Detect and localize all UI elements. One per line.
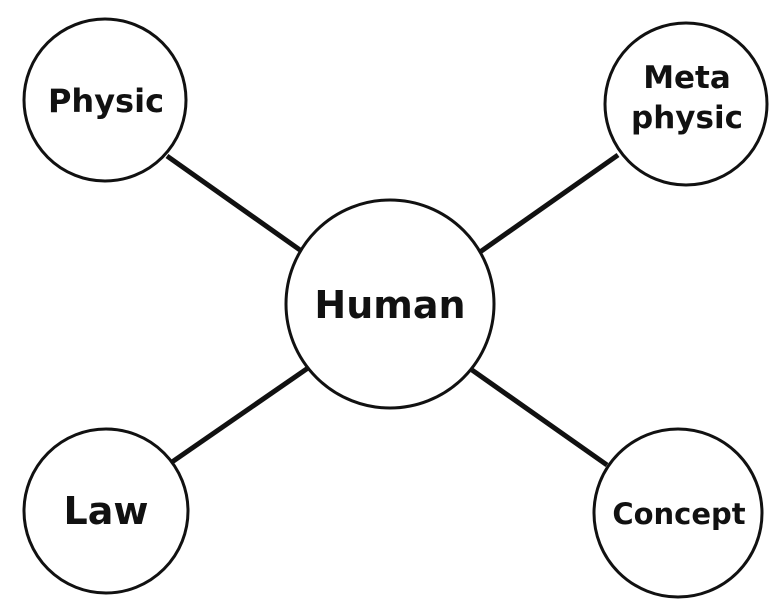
node-label-concept: Concept [612,497,745,531]
node-label-human: Human [314,283,465,327]
edge-law [170,365,310,465]
edge-physic [165,153,302,253]
node-label-law: Law [64,489,149,533]
node-human [284,198,496,410]
edge-concept [470,367,609,468]
node-label-metaphysic-1: Meta [643,60,731,96]
node-label-metaphysic-2: physic [631,100,743,136]
edge-metaphysic [478,152,620,255]
node-law [22,427,190,595]
node-physic [22,17,188,183]
node-label-physic: Physic [48,82,164,120]
node-metaphysic [603,21,769,187]
node-concept [592,427,764,599]
